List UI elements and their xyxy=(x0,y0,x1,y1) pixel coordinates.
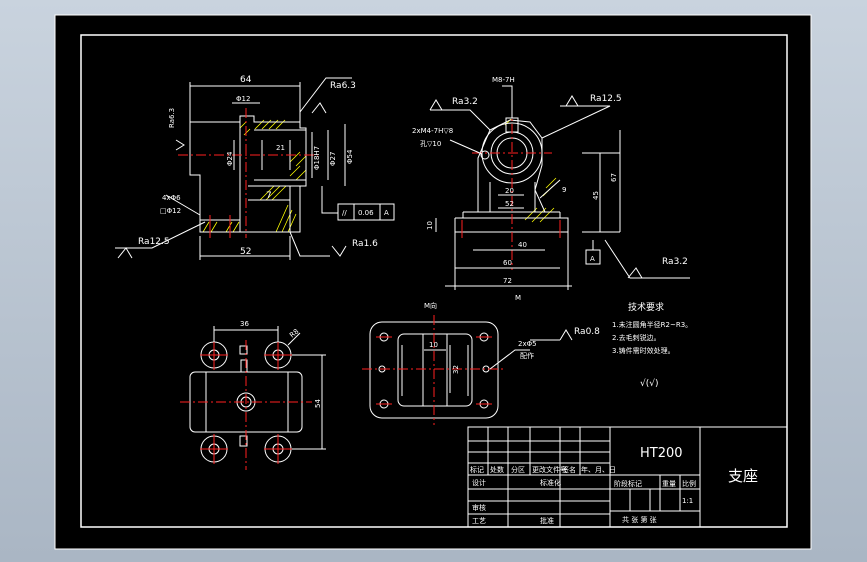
roughness-general: √(√) xyxy=(640,378,659,389)
header-cell-2: 处数 xyxy=(490,465,504,474)
dim-21: 21 xyxy=(276,144,285,152)
dim-52: 52 xyxy=(240,247,251,257)
title-block xyxy=(467,426,788,528)
roughness-left: Ra12.5 xyxy=(138,237,170,247)
material-label: HT200 xyxy=(640,446,683,461)
requirement-3: 3.铸件需时效处理。 xyxy=(612,346,675,355)
stage-label: 阶段标记 xyxy=(614,479,642,488)
holes-label-1: 4xΦ6 xyxy=(162,194,181,202)
scale-value: 1:1 xyxy=(682,497,693,505)
dim-phi18h7: Φ18H7 xyxy=(313,146,321,170)
holes-label-2: □Φ12 xyxy=(160,207,181,215)
dim-7: 7 xyxy=(266,191,272,201)
tolerance-value: 0.06 xyxy=(358,209,374,217)
side-roughness-right: Ra12.5 xyxy=(590,94,622,104)
dim-67: 67 xyxy=(610,173,618,182)
dim-45: 45 xyxy=(592,191,600,200)
header-cell-1: 标记 xyxy=(470,465,484,474)
requirement-2: 2.去毛刺锐边。 xyxy=(612,333,661,342)
dim-bore: Φ12 xyxy=(236,95,250,103)
top-view xyxy=(180,326,326,470)
dim-64: 64 xyxy=(240,75,252,85)
dim-72: 72 xyxy=(503,277,512,285)
dim-20: 20 xyxy=(505,187,514,195)
row-process: 工艺 xyxy=(472,517,486,525)
scale-label: 比例 xyxy=(682,479,696,488)
drawing-sheet xyxy=(54,14,812,550)
front-view xyxy=(115,77,395,260)
roughness-top: Ra6.3 xyxy=(330,81,356,91)
part-name: 支座 xyxy=(728,467,758,485)
header-cell-6: 年、月、日 xyxy=(581,465,616,474)
title-block-labels: HT200 支座 标记 处数 分区 更改文件号 签名 年、月、日 设计 标准化 … xyxy=(470,446,758,525)
side-view xyxy=(429,85,690,290)
dim-10: 10 xyxy=(426,221,434,230)
datum-a: A xyxy=(590,255,595,263)
header-cell-4: 更改文件号 xyxy=(532,465,567,474)
dim-side-52: 52 xyxy=(505,200,514,208)
m-view-labels: M向 10 32 2xΦ5 配作 Ra0.8 xyxy=(424,301,600,374)
m-note-holes: 2xΦ5 xyxy=(518,340,537,348)
view-mark: M xyxy=(515,294,521,302)
sheet-count: 共 张 第 张 xyxy=(622,515,657,524)
drawing-frame xyxy=(80,34,788,528)
row-approve: 批准 xyxy=(540,516,554,525)
dim-phi27: Φ27 xyxy=(329,152,337,166)
dim-phi54: Φ54 xyxy=(346,149,354,164)
row-design: 设计 xyxy=(472,478,486,487)
row-standard: 标准化 xyxy=(540,478,561,487)
side-view-labels: M8-7H 2xM4-7H▽8 孔▽10 Ra3.2 Ra12.5 Ra3.2 … xyxy=(412,76,688,302)
side-roughness-left: Ra3.2 xyxy=(452,97,478,107)
header-cell-3: 分区 xyxy=(511,465,525,474)
thread-left-1: 2xM4-7H▽8 xyxy=(412,127,453,135)
header-cell-5: 签名 xyxy=(562,465,576,474)
dim-angle: 9 xyxy=(562,186,566,194)
side-roughness-bottom: Ra3.2 xyxy=(662,257,688,267)
front-view-labels: 64 Φ12 21 7 52 Φ24 Φ18H7 Φ27 Φ54 Ra6.3 R… xyxy=(138,75,389,257)
m-view-title: M向 xyxy=(424,301,437,310)
technical-requirements: 技术要求 1.未注圆角半径R2~R3。 2.去毛刺锐边。 3.铸件需时效处理。 … xyxy=(612,301,692,389)
thread-left-2: 孔▽10 xyxy=(420,140,441,148)
m-note-match: 配作 xyxy=(520,351,534,360)
m-dim-10: 10 xyxy=(429,341,438,349)
weight-label: 重量 xyxy=(662,480,676,488)
tolerance-symbol: // xyxy=(342,209,347,217)
side-roughness-mark: Ra6.3 xyxy=(168,108,176,128)
dim-36: 36 xyxy=(240,320,249,328)
roughness-right: Ra1.6 xyxy=(352,239,378,249)
row-review: 审核 xyxy=(472,503,486,512)
requirement-1: 1.未注圆角半径R2~R3。 xyxy=(612,320,692,329)
tolerance-datum: A xyxy=(384,209,389,217)
dim-phi24: Φ24 xyxy=(226,151,234,166)
dim-top-54: 54 xyxy=(314,399,322,408)
m-roughness: Ra0.8 xyxy=(574,327,600,337)
requirements-title: 技术要求 xyxy=(628,301,664,313)
thread-top: M8-7H xyxy=(492,76,515,84)
dim-40: 40 xyxy=(518,241,527,249)
m-dim-32: 32 xyxy=(452,365,460,374)
m-view xyxy=(362,315,573,425)
dim-60: 60 xyxy=(503,259,512,267)
